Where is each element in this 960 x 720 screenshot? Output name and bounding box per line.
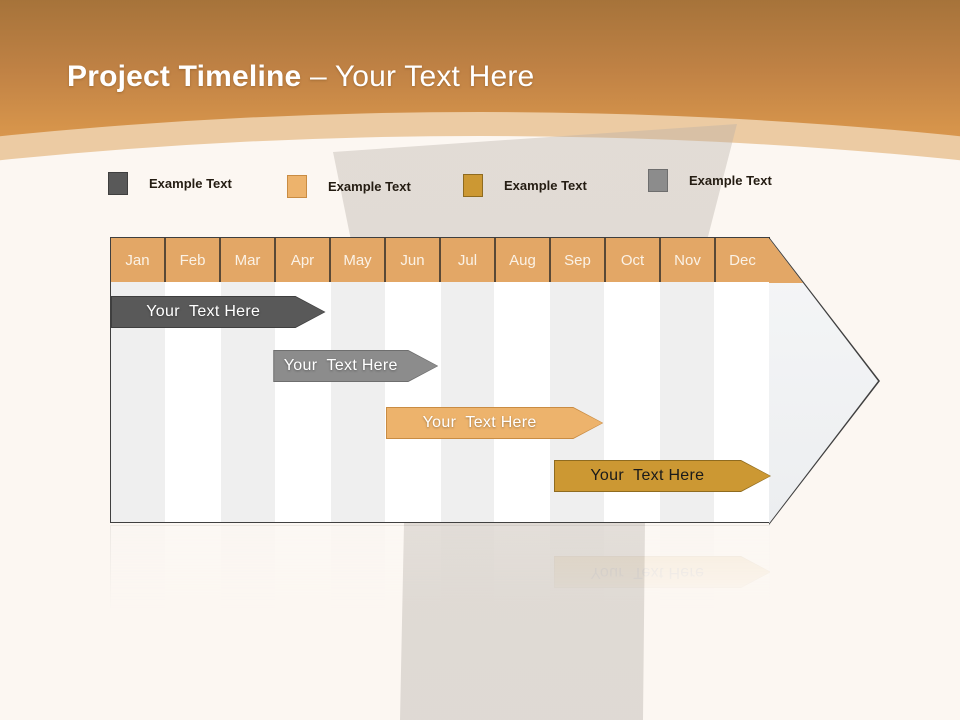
timeline-arrowhead	[769, 237, 880, 525]
month-cell-may: May	[329, 238, 384, 282]
legend-swatch-icon	[648, 169, 668, 192]
timeline-bar-3: Your Text Here	[386, 407, 603, 439]
bar-label: Your Text Here	[146, 303, 261, 320]
legend-swatch-icon	[463, 174, 483, 197]
legend-label: Example Text	[149, 176, 232, 191]
timeline-bar-4: Your Text Here	[554, 460, 771, 492]
month-cell-mar: Mar	[219, 238, 274, 282]
slide-title-rest: – Your Text Here	[309, 60, 535, 93]
legend-swatch-icon	[108, 172, 128, 195]
bar-arrow-fill	[274, 351, 437, 381]
month-cell-apr: Apr	[274, 238, 329, 282]
month-cell-nov: Nov	[659, 238, 714, 282]
month-cell-dec: Dec	[714, 238, 769, 282]
bar-label: Your Text Here	[283, 357, 398, 374]
legend: Example Text Example Text Example Text Exam…	[0, 168, 960, 202]
slide-title: Project Timeline – Your Text Here	[67, 58, 534, 96]
arrowhead-header-strip	[769, 238, 878, 283]
month-cell-feb: Feb	[164, 238, 219, 282]
bar-label: Your Text Here	[422, 414, 537, 431]
month-cell-jul: Jul	[439, 238, 494, 282]
bar-arrow-fill	[387, 408, 602, 438]
legend-label: Example Text	[689, 173, 772, 188]
grid-col-jul	[439, 282, 495, 522]
month-cell-sep: Sep	[549, 238, 604, 282]
legend-label: Example Text	[328, 179, 411, 194]
legend-label: Example Text	[504, 178, 587, 193]
month-cell-jun: Jun	[384, 238, 439, 282]
legend-item-4: Example Text	[648, 169, 772, 192]
month-cell-aug: Aug	[494, 238, 549, 282]
bar-label: Your Text Here	[590, 467, 705, 484]
month-cell-oct: Oct	[604, 238, 659, 282]
grid-col-aug	[494, 282, 550, 522]
slide-title-bold: Project Timeline	[67, 60, 302, 93]
legend-item-2: Example Text	[287, 175, 411, 198]
timeline-bar-2: Your Text Here	[273, 350, 438, 382]
legend-swatch-icon	[287, 175, 307, 198]
legend-item-1: Example Text	[108, 172, 232, 195]
bar-arrow-fill	[555, 461, 770, 491]
grid-col-jun	[384, 282, 440, 522]
bar-arrow-fill	[112, 297, 325, 327]
legend-item-3: Example Text	[463, 174, 587, 197]
grid-col-may	[329, 282, 385, 522]
arrowhead-fill	[769, 238, 878, 524]
timeline-bar-1: Your Text Here	[111, 296, 326, 328]
month-cell-jan: Jan	[111, 238, 164, 282]
